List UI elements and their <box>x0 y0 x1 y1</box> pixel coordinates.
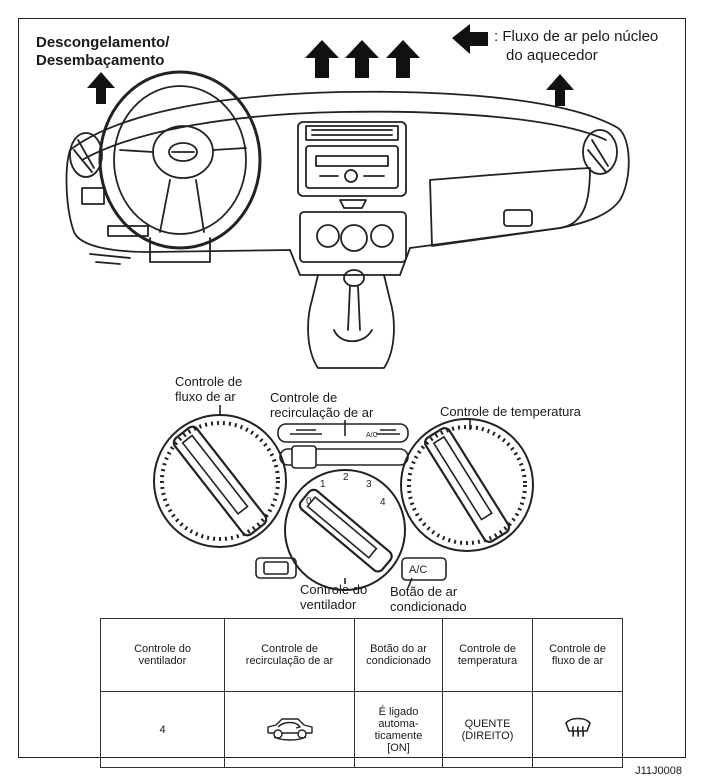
defrost-label: Descongelamento/ Desembaçamento <box>36 34 170 69</box>
recirculation-car-icon <box>266 718 313 741</box>
cell-temp: QUENTE (DIREITO) <box>442 691 533 768</box>
header-ac: Botão do ar condicionado <box>354 618 443 692</box>
header-airflow: Controle de fluxo de ar <box>532 618 623 692</box>
cell-fan: 4 <box>100 691 225 768</box>
table-row: 4 É ligado automa- ticamente [ON] QUENTE… <box>100 691 623 768</box>
legend-line2: do aquecedor <box>506 47 598 64</box>
header-recirc: Controle de recirculação de ar <box>224 618 355 692</box>
legend-line1: : Fluxo de ar pelo núcleo <box>494 28 659 45</box>
airflow-control-label: Controle de fluxo de ar <box>175 374 243 404</box>
table-header-row: Controle do ventilador Controle de recir… <box>100 618 623 692</box>
ac-button-label-caption: Botão de ar condicionado <box>390 584 467 614</box>
temp-control-label: Controle de temperatura <box>440 404 581 419</box>
fan-control-label: Controle do ventilador <box>300 582 368 612</box>
reference-code: J11J0008 <box>635 765 682 777</box>
header-fan: Controle do ventilador <box>100 618 225 692</box>
cell-recirc <box>224 691 355 768</box>
cell-airflow <box>532 691 623 768</box>
settings-table: Controle do ventilador Controle de recir… <box>100 618 623 768</box>
recirc-control-label: Controle de recirculação de ar <box>270 390 374 420</box>
cell-ac: É ligado automa- ticamente [ON] <box>354 691 443 768</box>
defrost-icon <box>564 717 591 737</box>
header-temp: Controle de temperatura <box>442 618 533 692</box>
